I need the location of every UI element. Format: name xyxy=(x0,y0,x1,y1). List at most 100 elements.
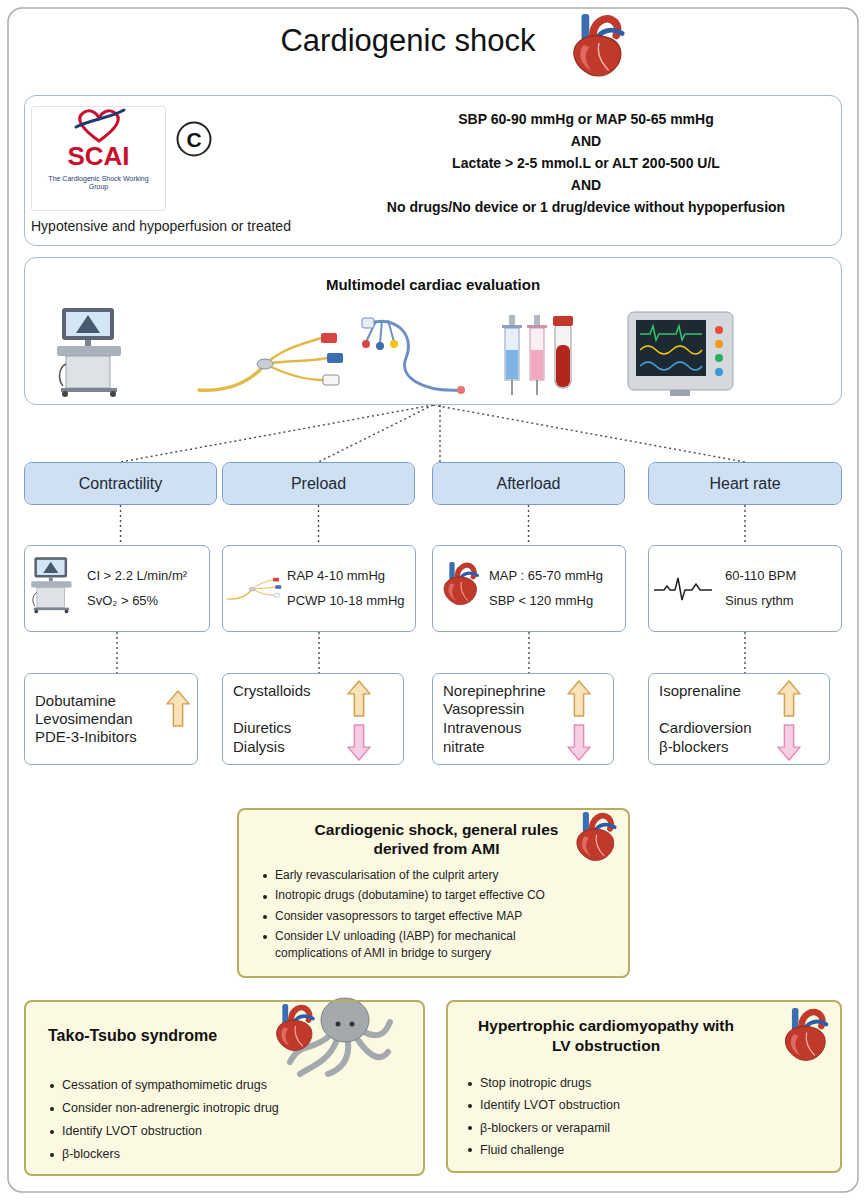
treatment-list: Dobutamine Levosimendan PDE-3-Inibitors xyxy=(35,692,150,747)
catheter-icon xyxy=(199,333,343,390)
heart-icon xyxy=(577,812,615,860)
box-fill xyxy=(25,258,841,404)
patient-monitor-icon xyxy=(715,340,723,348)
target-value: Sinus rythm xyxy=(725,593,835,609)
heart-icon xyxy=(444,562,477,605)
rule-bullet: Consider non-adrenergic inotropic drug xyxy=(48,1099,407,1117)
box-fill xyxy=(433,463,624,504)
title-area: Cardiogenic shock xyxy=(150,22,666,59)
box-fills xyxy=(25,96,841,1175)
rule-bullet: Identify LVOT obstruction xyxy=(466,1096,824,1114)
box-fill xyxy=(25,96,841,245)
box-heading: Multimodel cardiac evaluation xyxy=(25,276,841,293)
evaluation-box: Multimodel cardiac evaluation xyxy=(24,257,842,405)
swan-ganz-catheter-icon xyxy=(362,318,465,394)
octopus-pot-icon xyxy=(336,1022,341,1027)
patient-monitor-icon xyxy=(640,346,702,354)
treatment-list: Intravenous nitrate xyxy=(443,719,558,756)
target-box: MAP : 65-70 mmHgSBP < 120 mmHg xyxy=(432,545,626,632)
increase-arrow-icon xyxy=(167,691,189,726)
clinical-rules-box: Cardiogenic shock, general rules derived… xyxy=(237,808,630,978)
box-heading: Hypertrophic cardiomyopathy with LV obst… xyxy=(476,1016,736,1056)
decrease-arrow-icon xyxy=(348,725,370,760)
rule-bullet: Fluid challenge xyxy=(466,1141,824,1159)
octopus-pot-icon xyxy=(277,1004,313,1050)
dotted-connector xyxy=(318,632,319,673)
target-value: PCWP 10-18 mmHg xyxy=(287,593,409,609)
logo-name: SCAI xyxy=(32,143,165,169)
heart-icon xyxy=(785,1008,826,1060)
box-heading: Tako-Tsubo syndrome xyxy=(48,1026,407,1046)
rule-bullet: β-blockers xyxy=(48,1145,407,1163)
syringes-and-blood-tube-icon xyxy=(502,315,573,395)
treatment-list: Crystalloids xyxy=(233,682,348,700)
treatment-box: Norepinephrine VasopressinIntravenous ni… xyxy=(432,673,614,765)
text-column: Hypotensive and hypoperfusion or treated xyxy=(31,106,321,235)
patient-monitor-icon xyxy=(640,362,702,370)
parameter-name: Contractility xyxy=(79,475,163,493)
box-fill xyxy=(32,107,165,210)
box-heading: Cardiogenic shock, general rules derived… xyxy=(302,820,572,859)
box-fill xyxy=(25,463,216,504)
dotted-connector xyxy=(120,505,121,545)
clinical-rules-box: Tako-Tsubo syndromeCessation of sympatho… xyxy=(24,1000,425,1176)
target-value: SvO₂ > 65% xyxy=(87,593,203,609)
increase-arrow-icon xyxy=(568,681,590,716)
parameter-header: Afterload xyxy=(432,462,625,505)
dotted-connector xyxy=(439,405,440,462)
box-fill xyxy=(223,674,403,764)
patient-monitor-icon xyxy=(640,326,702,340)
dotted-connector xyxy=(744,505,745,545)
rule-bullet: Early revascularisation of the culprit a… xyxy=(261,867,575,884)
octopus-pot-icon xyxy=(277,998,390,1074)
box-fill xyxy=(238,809,629,977)
parameter-name: Preload xyxy=(291,475,346,493)
syringes-and-blood-tube-icon xyxy=(505,328,519,380)
ultrasound-machine-icon xyxy=(31,557,71,613)
criterion-and: AND xyxy=(571,174,601,196)
parameter-header: Heart rate xyxy=(648,462,842,505)
octopus-pot-icon xyxy=(358,1040,388,1057)
dotted-connector xyxy=(319,405,434,462)
box-fill xyxy=(649,546,841,631)
rule-bullet: Identify LVOT obstruction xyxy=(48,1122,407,1140)
target-value: 60-110 BPM xyxy=(725,568,835,584)
rule-bullet: Stop inotropic drugs xyxy=(466,1074,824,1092)
box-fill xyxy=(25,674,197,764)
syringes-and-blood-tube-icon xyxy=(531,350,543,379)
decrease-arrow-icon xyxy=(778,725,800,760)
syringes-and-blood-tube-icon xyxy=(536,380,538,395)
syringes-and-blood-tube-icon xyxy=(506,350,518,379)
increase-arrow-icon xyxy=(778,681,800,716)
target-value: RAP 4-10 mmHg xyxy=(287,568,409,584)
patient-monitor-icon xyxy=(715,326,723,334)
dotted-connector xyxy=(744,632,745,673)
dotted-connector xyxy=(121,405,434,462)
rule-bullet: Inotropic drugs (dobutamine) to target e… xyxy=(261,887,575,904)
rule-bullet: Consider vasopressors to target effectiv… xyxy=(261,908,575,925)
box-fill xyxy=(649,463,841,504)
parameter-header: Contractility xyxy=(24,462,217,505)
stage-criterion: SBP 60-90 mmHg or MAP 50-65 mmHg xyxy=(458,108,713,130)
dotted-connector xyxy=(433,405,745,462)
target-box: CI > 2.2 L/min/m²SvO₂ > 65% xyxy=(24,545,210,632)
scai-stage-box: SCAIThe Cardiogenic Shock Working GroupC… xyxy=(24,95,842,246)
patient-monitor-icon xyxy=(670,390,690,396)
box-fill xyxy=(433,546,625,631)
patient-monitor-icon xyxy=(628,312,733,390)
parameter-name: Heart rate xyxy=(709,475,780,493)
text-column: SBP 60-90 mmHg or MAP 50-65 mmHgANDLacta… xyxy=(341,106,831,235)
treatment-box: Dobutamine Levosimendan PDE-3-Inibitors xyxy=(24,673,198,765)
box-fill xyxy=(433,674,613,764)
box-fill xyxy=(223,546,415,631)
target-value: MAP : 65-70 mmHg xyxy=(489,568,619,584)
stage-description: Hypotensive and hypoperfusion or treated xyxy=(31,218,321,235)
box-fill xyxy=(447,1001,841,1172)
scai-logo-mark xyxy=(76,110,124,141)
box-fill xyxy=(25,546,209,631)
patient-monitor-icon xyxy=(715,354,723,362)
rule-bullet: Consider LV unloading (IABP) for mechani… xyxy=(261,928,575,963)
ultrasound-machine-icon xyxy=(57,308,121,397)
octopus-pot-icon xyxy=(321,998,369,1042)
